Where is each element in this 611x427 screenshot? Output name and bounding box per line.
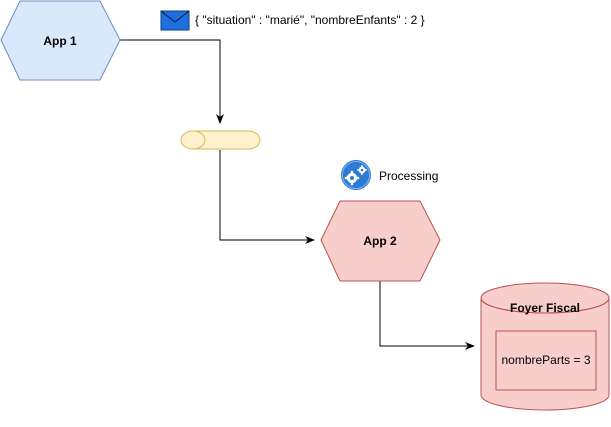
app1-node[interactable]: App 1 xyxy=(0,0,121,81)
processing-label: Processing xyxy=(379,169,438,183)
nombre-parts-value: nombreParts = 3 xyxy=(501,353,590,367)
queue-cylinder-icon[interactable] xyxy=(180,130,261,150)
foyer-fiscal-database[interactable]: Foyer Fiscal nombreParts = 3 xyxy=(480,282,610,411)
app1-label: App 1 xyxy=(43,34,77,48)
app2-node[interactable]: App 2 xyxy=(320,200,441,282)
connector-app2-to-foyer xyxy=(379,281,475,350)
foyer-fiscal-title: Foyer Fiscal xyxy=(510,301,580,315)
gears-icon xyxy=(341,160,371,190)
attribute-box xyxy=(495,330,597,391)
connector-app1-to-queue xyxy=(120,39,224,124)
connector-queue-to-app2 xyxy=(219,150,315,244)
app2-label: App 2 xyxy=(363,234,397,248)
message-payload: { "situation" : "marié", "nombreEnfants"… xyxy=(195,13,425,27)
envelope-icon xyxy=(160,10,190,31)
